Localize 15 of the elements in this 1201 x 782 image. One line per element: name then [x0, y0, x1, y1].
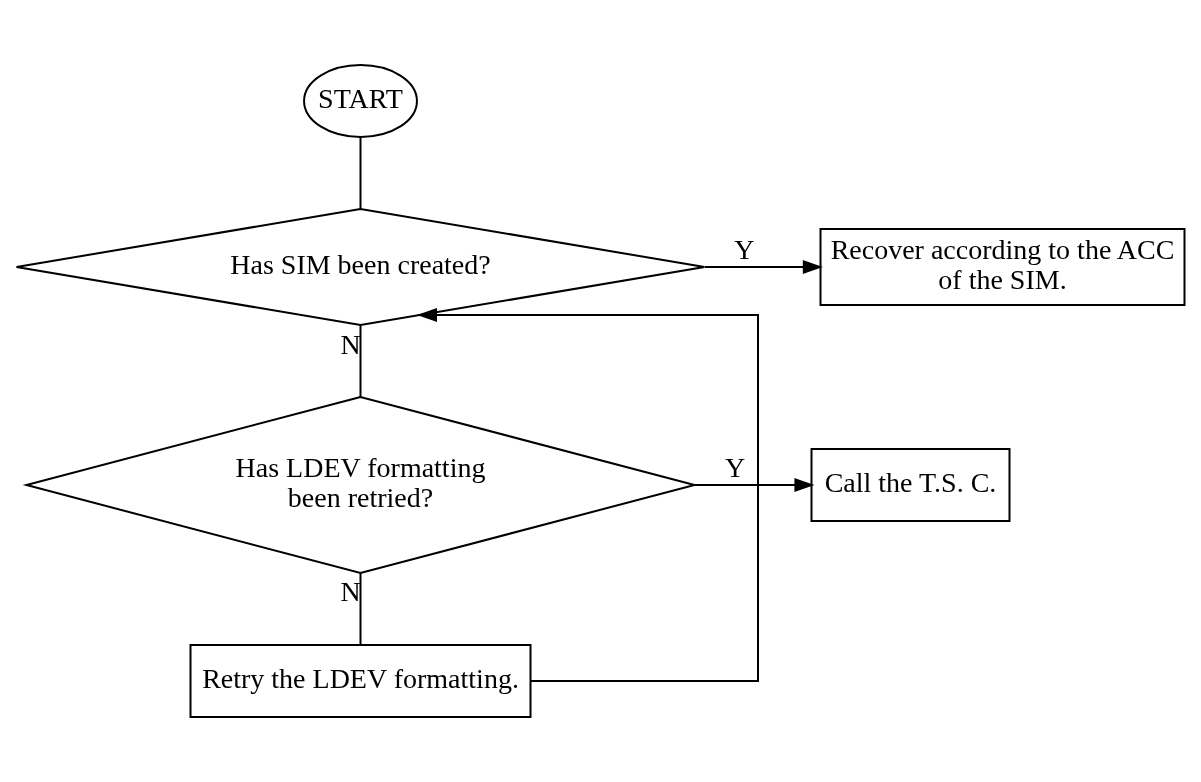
node-box: Retry the LDEV formatting.: [189, 644, 532, 718]
node-box: Call the T.S. C.: [810, 448, 1011, 522]
connector: [359, 572, 362, 646]
arrow: [704, 260, 823, 274]
connector: [359, 324, 362, 398]
arrow: [416, 308, 759, 682]
edge-label: N: [340, 328, 361, 360]
node-ellipse: START: [303, 64, 418, 138]
node-box: Recover according to the ACC of the SIM.: [819, 228, 1186, 306]
edge-label: Y: [734, 234, 755, 266]
connector: [359, 136, 362, 210]
edge-label: Y: [724, 452, 746, 484]
edge-label: N: [340, 576, 361, 608]
arrow: [693, 478, 815, 492]
node-diamond: Has SIM been created?: [15, 208, 706, 326]
